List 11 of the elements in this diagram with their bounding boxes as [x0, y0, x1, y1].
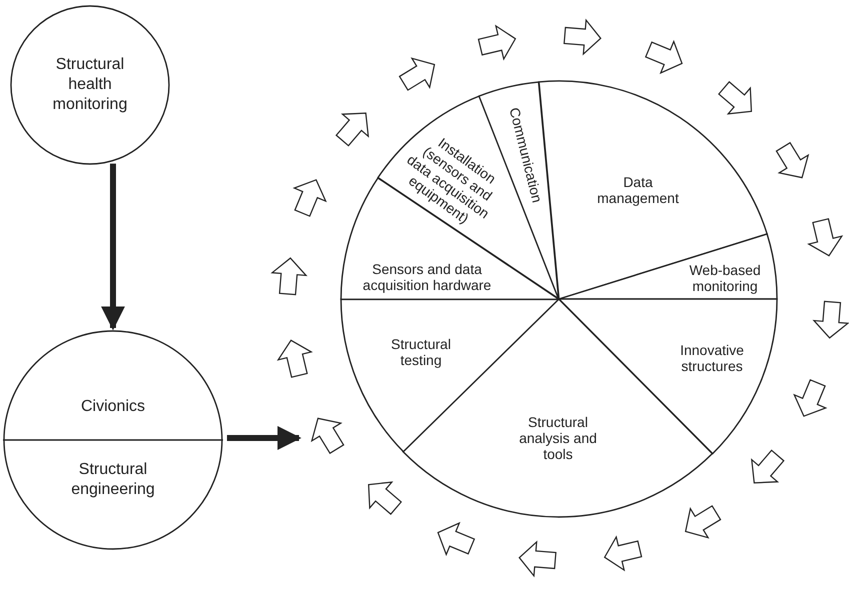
circle-label: Structural health monitoring: [52, 55, 128, 115]
circle-label: Structural engineering: [70, 460, 156, 500]
arrow: [101, 164, 125, 330]
sector-label: Structural testing: [390, 336, 452, 368]
sector-label: Data management: [596, 174, 680, 206]
arrow: [226, 426, 302, 450]
sector-label: Web-based monitoring: [688, 262, 762, 294]
circle-label: Civionics: [80, 397, 146, 417]
sector-label: Innovative structures: [679, 342, 745, 374]
sector-label: Structural analysis and tools: [518, 414, 598, 462]
sector-label: Sensors and data acquisition hardware: [362, 260, 492, 293]
